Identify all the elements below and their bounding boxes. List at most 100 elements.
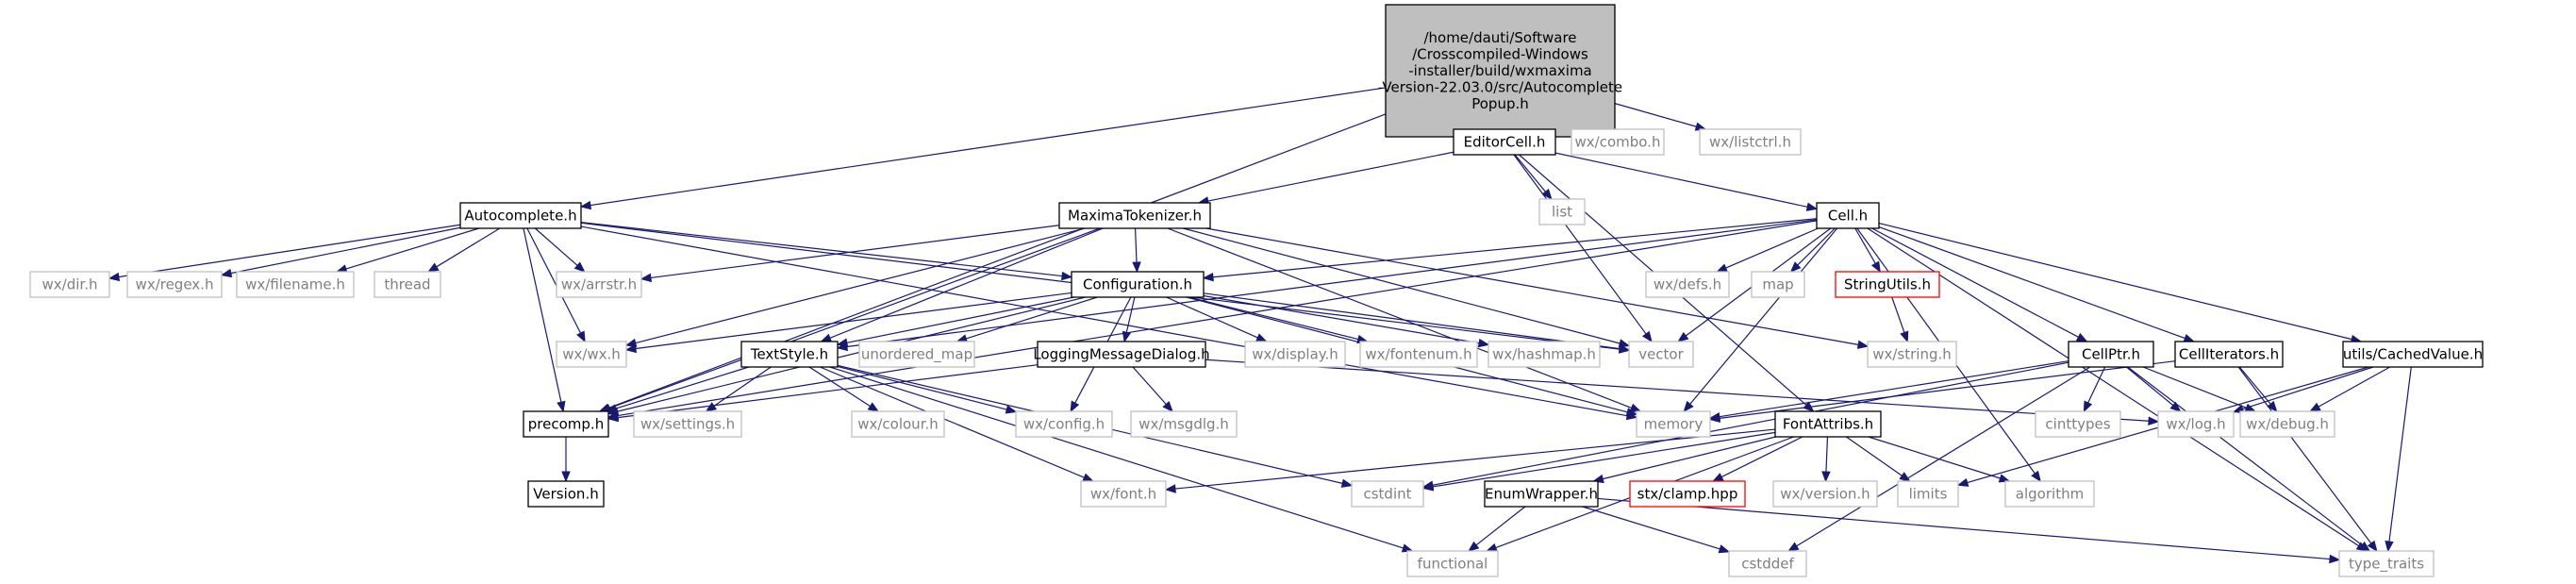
node-vector[interactable]: vector bbox=[1628, 341, 1694, 368]
node-map[interactable]: map bbox=[1751, 271, 1805, 298]
edge-line bbox=[118, 224, 461, 278]
arrowhead bbox=[820, 333, 833, 342]
node-wxstring[interactable]: wx/string.h bbox=[1867, 341, 1957, 368]
node-wxhashmap[interactable]: wx/hashmap.h bbox=[1487, 341, 1601, 368]
arrowhead bbox=[607, 412, 620, 423]
node-maximatokenizer[interactable]: MaximaTokenizer.h bbox=[1058, 202, 1211, 229]
node-cinttypes[interactable]: cinttypes bbox=[2035, 410, 2121, 438]
edge-line bbox=[1432, 431, 1776, 488]
node-cstdint[interactable]: cstdint bbox=[1351, 480, 1424, 508]
node-stringutils[interactable]: StringUtils.h bbox=[1835, 271, 1940, 298]
edge-line bbox=[1134, 227, 1138, 263]
node-wxfilename[interactable]: wx/filename.h bbox=[236, 271, 355, 298]
node-wxarrstr[interactable]: wx/arrstr.h bbox=[556, 271, 642, 298]
node-wxversion[interactable]: wx/version.h bbox=[1772, 480, 1878, 508]
edge-root-to-wxlistctrl bbox=[1614, 103, 1707, 131]
node-wxdir[interactable]: wx/dir.h bbox=[29, 271, 110, 298]
arrowhead bbox=[1618, 343, 1631, 354]
node-root[interactable]: /home/dauti/Software/Crosscompiled-Windo… bbox=[1378, 4, 1622, 138]
node-wxmsgdlg[interactable]: wx/msgdlg.h bbox=[1130, 410, 1238, 438]
arrowhead bbox=[867, 402, 880, 412]
node-version[interactable]: Version.h bbox=[527, 480, 605, 508]
node-autocomplete[interactable]: Autocomplete.h bbox=[459, 202, 582, 229]
edge-textstyle-to-functional bbox=[829, 366, 1414, 553]
node-wxcolour[interactable]: wx/colour.h bbox=[851, 410, 945, 438]
node-wxcombo[interactable]: wx/combo.h bbox=[1571, 128, 1665, 156]
node-box bbox=[126, 271, 223, 298]
edge-fontattribs-to-limits bbox=[1845, 436, 1911, 482]
node-wxfont[interactable]: wx/font.h bbox=[1080, 480, 1167, 508]
node-wxfontenum[interactable]: wx/fontenum.h bbox=[1359, 341, 1478, 368]
node-editorcell[interactable]: EditorCell.h bbox=[1453, 128, 1556, 156]
node-fontattribs[interactable]: FontAttribs.h bbox=[1774, 410, 1882, 438]
node-cell[interactable]: Cell.h bbox=[1816, 202, 1880, 229]
node-thread[interactable]: thread bbox=[374, 271, 441, 298]
arrowhead bbox=[1005, 405, 1018, 414]
node-wxregex[interactable]: wx/regex.h bbox=[126, 271, 223, 298]
node-wxdefs[interactable]: wx/defs.h bbox=[1645, 271, 1730, 298]
node-enumwrapper[interactable]: EnumWrapper.h bbox=[1484, 480, 1599, 508]
node-label: CellIterators.h bbox=[2179, 346, 2279, 363]
node-unorderedmap[interactable]: unordered_map bbox=[858, 341, 975, 368]
arrowhead bbox=[1421, 482, 1435, 492]
node-wxlog[interactable]: wx/log.h bbox=[2157, 410, 2235, 438]
node-label: MaximaTokenizer.h bbox=[1068, 208, 1202, 225]
edge-line bbox=[1854, 227, 1876, 264]
node-label: functional bbox=[1418, 556, 1488, 573]
node-stxclamp[interactable]: stx/clamp.hpp bbox=[1629, 480, 1746, 508]
node-wxconfig[interactable]: wx/config.h bbox=[1015, 410, 1113, 438]
node-memory[interactable]: memory bbox=[1636, 410, 1711, 438]
edge-line bbox=[617, 296, 1086, 412]
node-wxsettings[interactable]: wx/settings.h bbox=[633, 410, 742, 438]
node-functional[interactable]: functional bbox=[1406, 550, 1499, 577]
node-algorithm[interactable]: algorithm bbox=[2004, 480, 2095, 508]
node-typetraits[interactable]: type_traits bbox=[2338, 550, 2435, 577]
node-wxwx[interactable]: wx/wx.h bbox=[556, 341, 627, 368]
node-box bbox=[633, 410, 742, 438]
node-box bbox=[527, 480, 605, 508]
node-wxlistctrl[interactable]: wx/listctrl.h bbox=[1699, 128, 1802, 156]
node-textstyle[interactable]: TextStyle.h bbox=[740, 341, 839, 368]
node-label: Configuration.h bbox=[1083, 276, 1192, 293]
edge-autocomplete-to-configuration bbox=[580, 222, 1073, 281]
arrowhead bbox=[1870, 260, 1881, 274]
edge-line bbox=[713, 366, 772, 407]
node-configuration[interactable]: Configuration.h bbox=[1071, 271, 1205, 298]
edge-precomp-to-version bbox=[561, 437, 571, 483]
node-box bbox=[2157, 410, 2235, 438]
edge-autocomplete-to-wxwx bbox=[526, 227, 586, 343]
node-celliterators[interactable]: CellIterators.h bbox=[2174, 341, 2284, 368]
node-box bbox=[1538, 198, 1586, 225]
node-loggingdialog[interactable]: LoggingMessageDialog.h bbox=[1033, 341, 1210, 368]
node-label: cstdint bbox=[1363, 486, 1411, 503]
node-cachedvalue[interactable]: utils/CachedValue.h bbox=[2342, 341, 2484, 368]
arrowhead bbox=[2309, 402, 2321, 412]
node-list[interactable]: list bbox=[1538, 198, 1586, 225]
node-limits[interactable]: limits bbox=[1897, 480, 1959, 508]
node-label: wx/listctrl.h bbox=[1709, 134, 1791, 151]
node-box bbox=[1130, 410, 1238, 438]
node-wxdebug[interactable]: wx/debug.h bbox=[2239, 410, 2335, 438]
edge-line bbox=[1891, 296, 1905, 333]
edge-configuration-to-wxwx bbox=[624, 292, 1072, 354]
node-box bbox=[1699, 128, 1802, 156]
node-wxdisplay[interactable]: wx/display.h bbox=[1244, 341, 1346, 368]
node-box bbox=[2068, 341, 2154, 368]
node-precomp[interactable]: precomp.h bbox=[523, 410, 609, 438]
edge-configuration-to-wxfontenum bbox=[1188, 296, 1369, 344]
node-box bbox=[1037, 341, 1206, 368]
node-label: precomp.h bbox=[528, 416, 604, 433]
arrowhead bbox=[624, 338, 638, 348]
node-label: /home/dauti/Software/Crosscompiled-Windo… bbox=[1378, 29, 1622, 112]
node-label: type_traits bbox=[2349, 556, 2424, 574]
node-box bbox=[2004, 480, 2095, 508]
arrowhead bbox=[605, 404, 618, 413]
arrowhead bbox=[1805, 202, 1819, 211]
node-label: memory bbox=[1644, 416, 1703, 433]
node-cellptr[interactable]: CellPtr.h bbox=[2068, 341, 2154, 368]
node-cstddef[interactable]: cstddef bbox=[1728, 550, 1807, 577]
edge-line bbox=[1166, 296, 1258, 339]
edge-cell-to-memory bbox=[1683, 227, 1838, 413]
edge-line bbox=[1614, 103, 1697, 127]
